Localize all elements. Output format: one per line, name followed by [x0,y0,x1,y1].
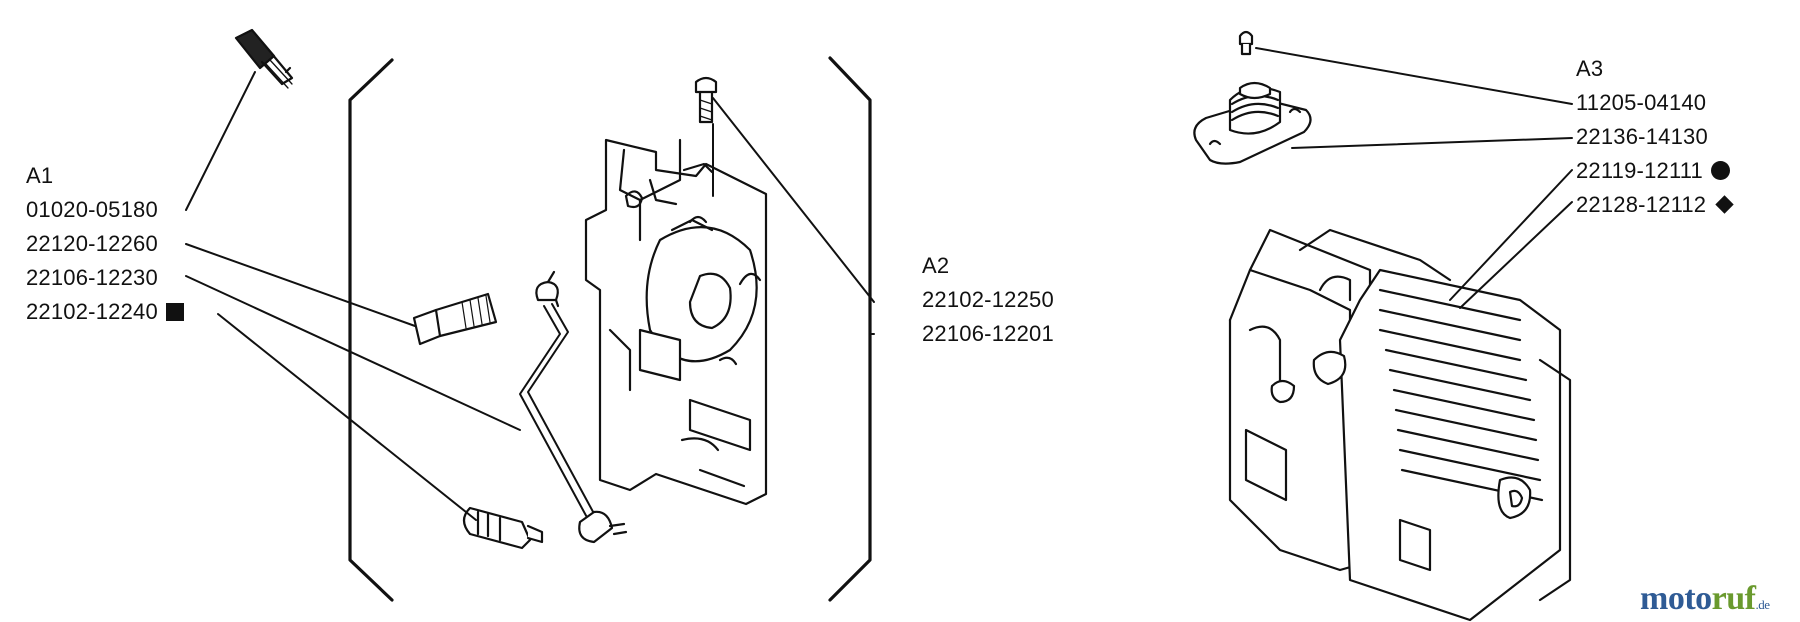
brand-watermark: motoruf.de [1640,580,1770,618]
part-number: 22102-12250 [922,287,1054,312]
group-label-a1: A1 [26,163,54,188]
part-number: 01020-05180 [26,197,158,222]
part-number: 11205-04140 [1576,90,1707,115]
brand-part2: ruf [1711,580,1756,617]
screw-a3 [1238,30,1254,56]
cylinder [1228,228,1572,622]
leader-lines [185,47,1573,521]
part-number: 22136-14130 [1576,124,1708,149]
part-number-row: 22102-12240 [26,299,184,325]
square-marker-icon [165,302,184,321]
part-number: 22106-12201 [922,321,1054,346]
part-number: 22119-12111 [1576,158,1703,183]
group-label-a3: A3 [1576,56,1604,81]
part-number: 22106-12230 [26,265,158,290]
brand-suffix: .de [1755,597,1770,612]
screw-a2 [694,76,718,124]
banjo-fitting [462,506,544,550]
part-number-row: 22128-12112 [1576,192,1734,218]
bolt-a1 [234,28,294,89]
part-number: 22120-12260 [26,231,158,256]
group-label-a2: A2 [922,253,950,278]
oil-pipe [519,270,628,544]
part-number-row: 22119-12111 [1576,158,1730,184]
circle-marker-icon [1710,161,1730,181]
diamond-marker-icon [1715,195,1734,214]
gasket-cover [1193,81,1312,165]
stud-bolt [412,292,498,346]
bracket-a2 [348,56,872,602]
brand-part1: moto [1640,580,1712,617]
crankcase-half [584,138,768,506]
part-number: 22102-12240 [26,299,158,324]
part-number: 22128-12112 [1576,192,1707,217]
